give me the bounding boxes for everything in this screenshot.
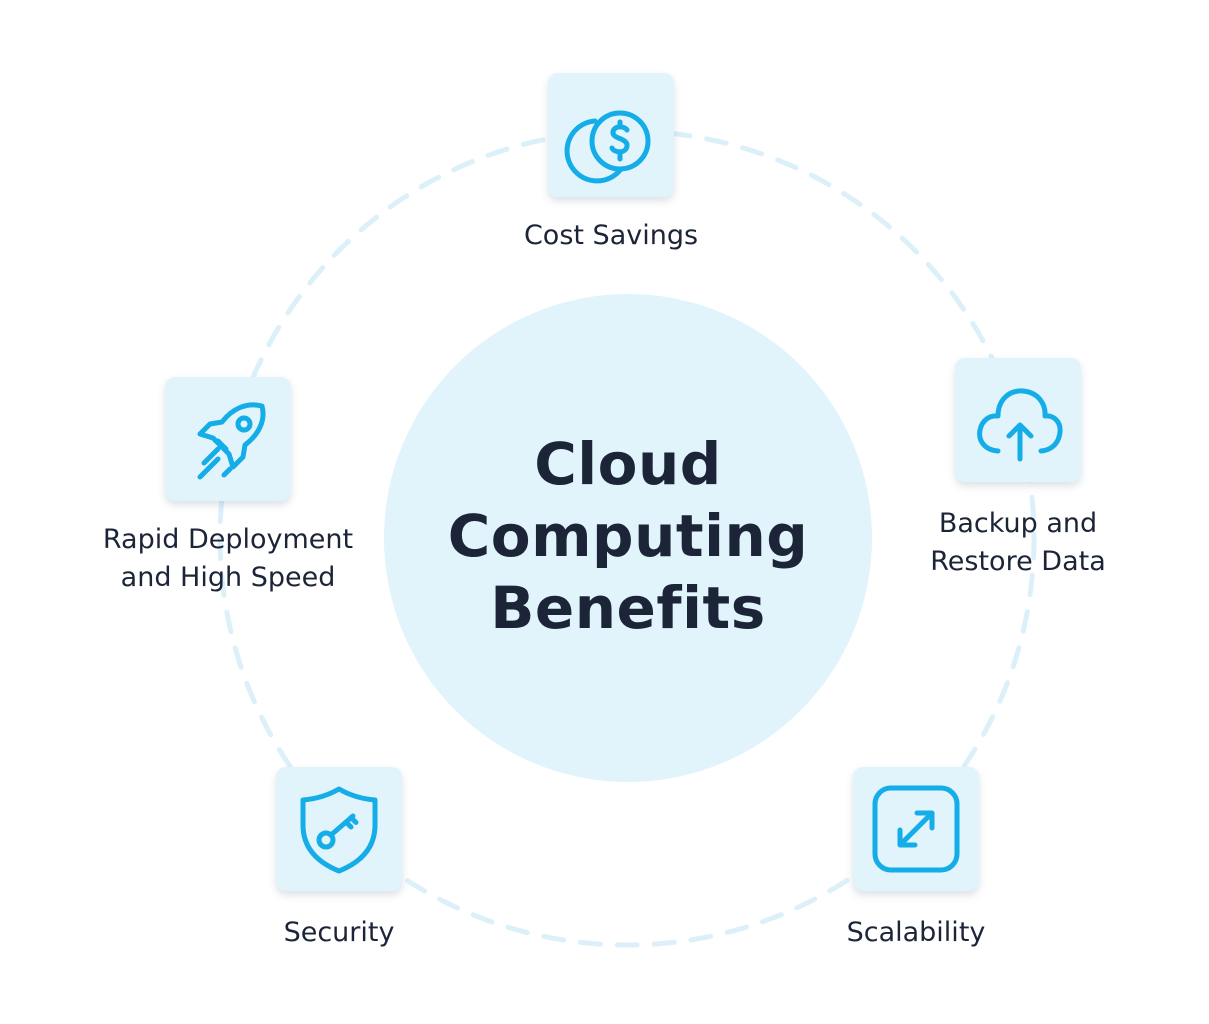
title-line-2: Computing xyxy=(447,502,809,570)
benefit-tile-security xyxy=(276,767,402,891)
benefit-label-rapid-deployment: Rapid Deployment and High Speed xyxy=(102,524,354,593)
title-line-1: Cloud xyxy=(534,430,722,498)
coins-dollar-icon xyxy=(564,110,651,184)
title-line-3: Benefits xyxy=(490,574,766,642)
benefit-label-scalability: Scalability xyxy=(846,917,986,948)
diagram-title: Cloud Computing Benefits xyxy=(384,428,872,644)
expand-arrows-icon xyxy=(872,785,960,873)
benefit-tile-backup-restore xyxy=(955,358,1081,482)
shield-key-icon xyxy=(300,786,378,874)
benefit-tile-cost-savings xyxy=(548,73,674,197)
benefit-label-cost-savings: Cost Savings xyxy=(523,220,699,251)
rocket-icon xyxy=(197,402,266,480)
benefit-tile-rapid-deployment xyxy=(165,377,291,501)
benefit-tile-scalability xyxy=(853,767,979,891)
cloud-upload-icon xyxy=(977,388,1063,462)
benefit-label-backup-restore: Backup and Restore Data xyxy=(930,508,1106,577)
center-circle xyxy=(384,294,872,782)
benefit-label-security: Security xyxy=(283,917,395,948)
